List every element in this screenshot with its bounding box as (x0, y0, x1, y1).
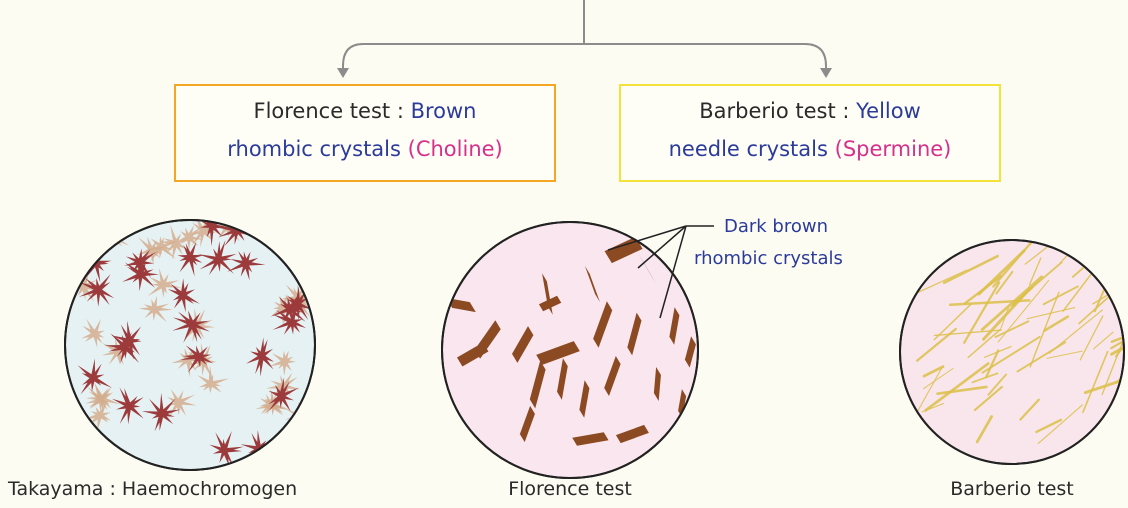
florence-box-test-name: Florence test (254, 99, 391, 123)
barberio-box-test-name: Barberio test (699, 99, 835, 123)
florence-box-compound: (Choline) (408, 137, 503, 161)
florence-micrograph (442, 222, 698, 478)
barberio-box-crystal-type: needle crystals (669, 137, 828, 161)
barberio-box-color-word: Yellow (856, 99, 921, 123)
florence-box-separator: : (390, 99, 410, 123)
needle-spike (297, 416, 304, 432)
caption-barberio: Barberio test (912, 478, 1112, 500)
caption-florence: Florence test (470, 478, 670, 500)
needle-spike (110, 226, 118, 238)
barberio-result-box: Barberio test : Yellow needle crystals (… (619, 84, 1001, 182)
florence-box-color-word: Brown (411, 99, 477, 123)
barberio-box-separator: : (836, 99, 856, 123)
needle-spike (111, 227, 126, 239)
needle-spike (100, 235, 112, 239)
spermine-needle-crystal (1102, 430, 1125, 448)
annotation-line1: Dark brown (724, 212, 828, 242)
spermine-needle-crystal (1086, 218, 1128, 251)
arrowhead-right (820, 68, 832, 78)
takayama-micrograph (65, 208, 315, 470)
barberio-box-compound: (Spermine) (835, 137, 952, 161)
needle-spike (301, 415, 313, 422)
barberio-box-line2: needle crystals (Spermine) (621, 130, 999, 168)
needle-spike (95, 229, 113, 239)
arrowhead-left (337, 68, 349, 78)
barberio-micrograph (900, 201, 1128, 464)
needle-spike (300, 408, 312, 418)
spermine-needle-crystal (913, 217, 976, 251)
caption-takayama: Takayama : Haemochromogen (8, 478, 338, 500)
florence-box-line1: Florence test : Brown (176, 92, 554, 130)
connector-tree (343, 0, 826, 72)
connector-branch (343, 44, 826, 72)
needle-spike (300, 415, 310, 426)
florence-box-crystal-type: rhombic crystals (227, 137, 401, 161)
spermine-needle-crystal (1105, 232, 1128, 258)
barberio-box-line1: Barberio test : Yellow (621, 92, 999, 130)
spermine-needle-crystal (1106, 201, 1128, 246)
needle-spike (109, 226, 115, 238)
florence-box-line2: rhombic crystals (Choline) (176, 130, 554, 168)
florence-result-box: Florence test : Brown rhombic crystals (… (174, 84, 556, 182)
annotation-line2: rhombic crystals (694, 244, 843, 274)
spermine-needle-crystal (1103, 212, 1128, 251)
